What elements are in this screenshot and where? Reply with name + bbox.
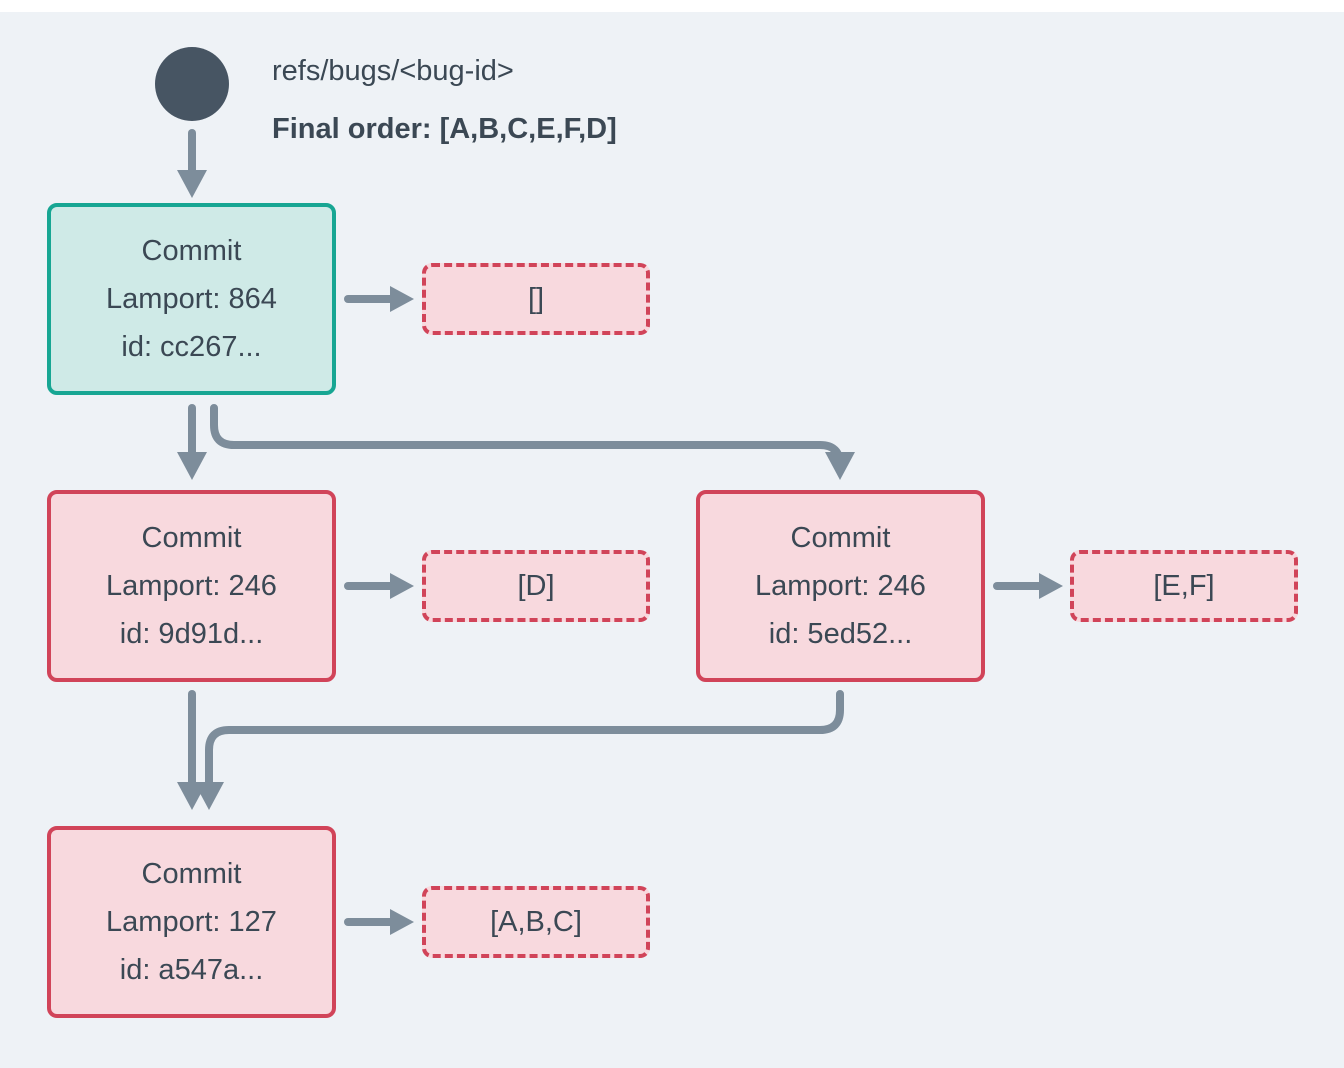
commit-id: id: a547a...: [119, 954, 264, 986]
arrow-root-to-op-empty: [344, 286, 414, 312]
operations-label: [A,B,C]: [490, 905, 582, 938]
operations-box-empty: []: [422, 263, 650, 335]
arrow-bottom-commit-to-op-abc: [344, 909, 414, 935]
commit-id: id: 5ed52...: [768, 618, 913, 650]
operations-box-d: [D]: [422, 550, 650, 622]
commit-lamport: Lamport: 864: [106, 283, 277, 315]
arrow-root-to-left-commit: [177, 404, 207, 480]
operations-box-ef: [E,F]: [1070, 550, 1298, 622]
operations-label: []: [527, 282, 545, 315]
final-order-label: Final order: [A,B,C,E,F,D]: [272, 113, 617, 145]
commit-id: id: 9d91d...: [119, 618, 264, 650]
operations-label: [E,F]: [1153, 569, 1215, 602]
commit-node-cc267: Commit Lamport: 864 id: cc267...: [47, 203, 336, 395]
commit-title: Commit: [141, 522, 242, 554]
arrow-left-commit-to-op-d: [344, 573, 414, 599]
commit-title: Commit: [141, 235, 242, 267]
commit-node-a547a: Commit Lamport: 127 id: a547a...: [47, 826, 336, 1018]
arrow-root-to-right-commit: [210, 404, 855, 480]
commit-title: Commit: [141, 858, 242, 890]
ref-label: refs/bugs/<bug-id>: [272, 55, 514, 87]
ref-head-circle: [155, 47, 229, 121]
commit-id: id: cc267...: [121, 331, 262, 363]
commit-lamport: Lamport: 246: [106, 570, 277, 602]
commit-lamport: Lamport: 127: [106, 906, 277, 938]
commit-node-9d91d: Commit Lamport: 246 id: 9d91d...: [47, 490, 336, 682]
operations-box-abc: [A,B,C]: [422, 886, 650, 958]
operations-label: [D]: [517, 569, 555, 602]
commit-title: Commit: [790, 522, 891, 554]
arrow-right-commit-to-op-ef: [993, 573, 1063, 599]
commit-lamport: Lamport: 246: [755, 570, 926, 602]
arrow-ref-to-root: [177, 129, 207, 198]
top-edge-strip: [0, 0, 1344, 12]
commit-node-5ed52: Commit Lamport: 246 id: 5ed52...: [696, 490, 985, 682]
arrow-right-commit-to-bottom: [194, 690, 844, 810]
